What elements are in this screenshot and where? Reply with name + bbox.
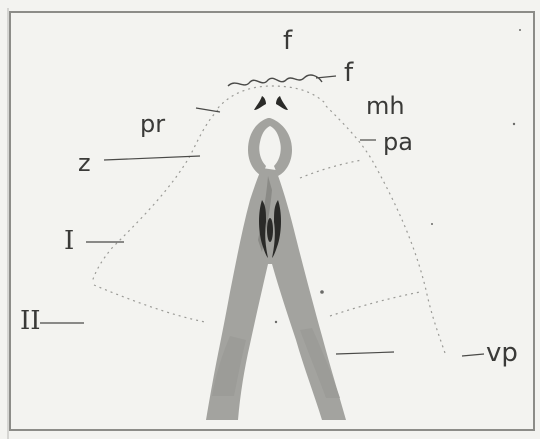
notochord-center [267,218,273,242]
tissue-structure [206,118,346,420]
label-pr: pr [140,112,165,136]
lower-left-outline [94,285,205,322]
mh-mark-right [276,96,288,110]
z-leader [104,156,200,160]
label-z: z [78,151,91,175]
mh-mark-left [254,96,266,110]
label-top-f: f [283,28,292,54]
label-pa: pa [383,130,413,154]
inner-leader [336,352,394,354]
apical-cap [248,118,292,176]
label-f: f [344,60,353,86]
f-leader [316,76,336,78]
label-vp: vp [486,340,518,366]
label-mh: mh [366,94,405,118]
vp-leader [462,354,484,356]
label-roman-1: I [64,228,74,254]
head-outline [218,86,326,108]
lower-right-outline [330,292,420,316]
pr-leader [196,108,220,112]
top-squiggle [228,75,322,86]
inner-right-outline [300,160,362,178]
label-roman-2: II [20,308,41,334]
specks [275,29,521,323]
